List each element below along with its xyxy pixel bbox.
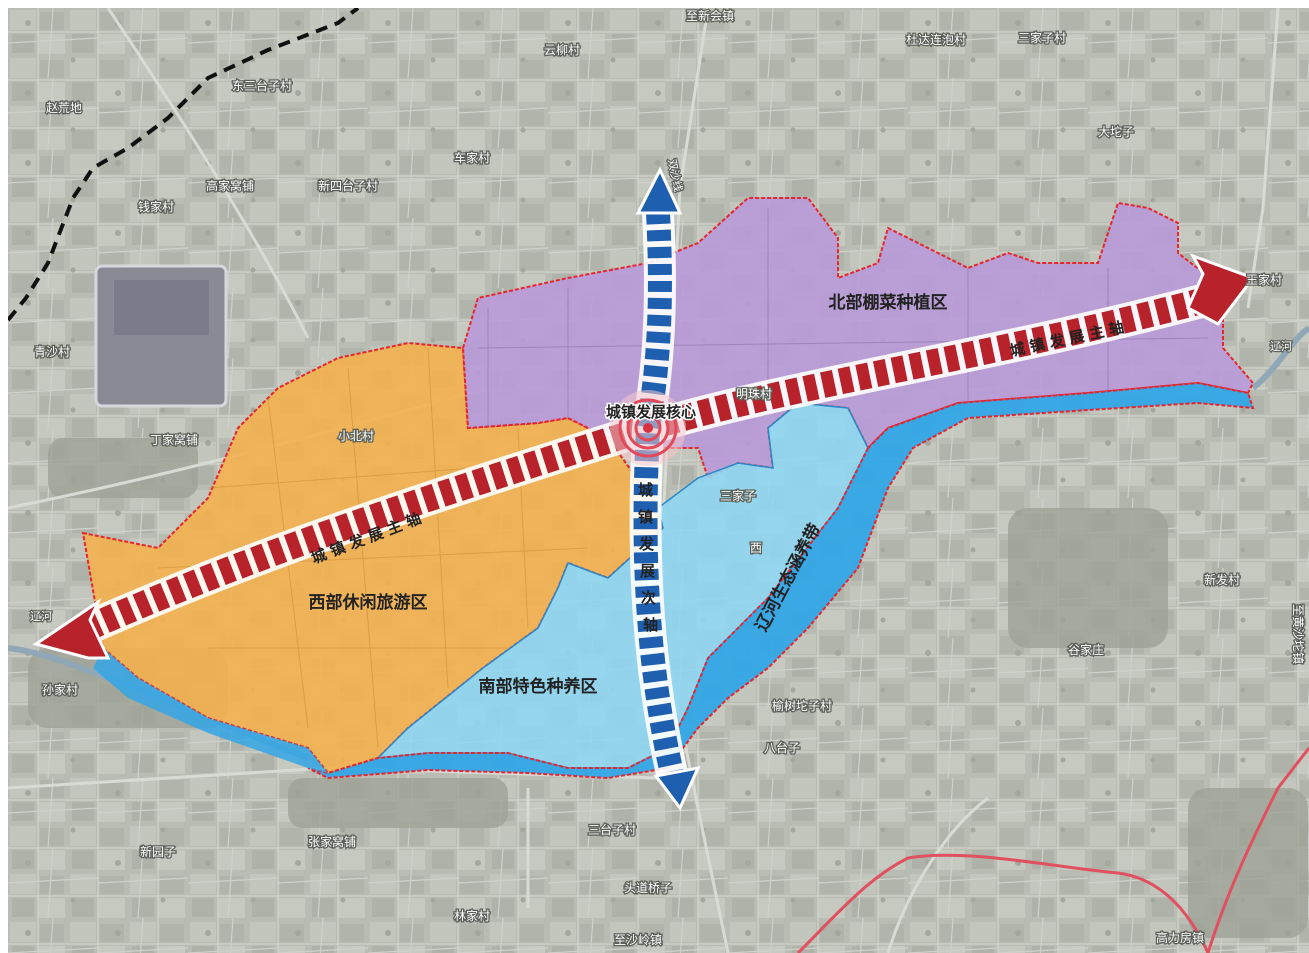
place-label: 东三台子村 bbox=[232, 78, 292, 93]
river-belt-west-strip bbox=[93, 648, 328, 773]
place-label: 云柳村 bbox=[544, 43, 580, 57]
secondary-axis-char: 展 bbox=[640, 562, 655, 580]
place-label: 新四台子村 bbox=[318, 178, 378, 193]
place-label: 至沙岭镇 bbox=[614, 933, 662, 947]
place-label: 大坨子 bbox=[1098, 124, 1134, 139]
liaohe-river-east bbox=[1251, 325, 1309, 391]
secondary-axis-char: 发 bbox=[638, 535, 655, 553]
place-label: 小北村 bbox=[338, 429, 374, 443]
place-label: 谷家庄 bbox=[1068, 642, 1104, 657]
place-label: 三家子村 bbox=[1018, 30, 1066, 45]
zone-river-ecological-belt bbox=[307, 381, 1255, 780]
place-label: 高力房镇 bbox=[1156, 930, 1204, 945]
secondary-axis-char: 城 bbox=[638, 481, 653, 499]
development-core bbox=[610, 390, 686, 466]
place-label: 明珠村 bbox=[736, 387, 772, 401]
reservoir-inner bbox=[114, 280, 209, 335]
place-label: 三台子村 bbox=[588, 822, 636, 837]
label-north-zone: 北部棚菜种植区 bbox=[829, 292, 948, 313]
place-label: 高家窝铺 bbox=[206, 178, 254, 193]
place-label: 头道桥子 bbox=[624, 881, 672, 895]
place-label: 青沙村 bbox=[34, 345, 70, 359]
label-secondary-axis: 城 镇 发 展 次 轴 bbox=[638, 481, 658, 634]
label-development-core: 城镇发展核心 bbox=[606, 403, 696, 421]
secondary-axis-north-arrowhead bbox=[635, 166, 683, 215]
secondary-axis-char: 镇 bbox=[638, 508, 653, 526]
river-label: 辽河 bbox=[30, 610, 52, 623]
main-axis-west bbox=[32, 411, 654, 660]
secondary-axis-char: 次 bbox=[641, 589, 656, 607]
place-label: 新发村 bbox=[1204, 572, 1240, 587]
place-label: 赵荒地 bbox=[46, 101, 82, 115]
place-label: 杜达连泡村 bbox=[906, 32, 966, 47]
place-label: 丁家窝铺 bbox=[150, 432, 198, 447]
label-west-zone: 西部休闲旅游区 bbox=[309, 592, 428, 613]
place-label: 林家村 bbox=[454, 908, 490, 923]
place-label: 新园子 bbox=[140, 844, 176, 859]
place-label: 车家村 bbox=[454, 150, 490, 165]
main-axis-east bbox=[643, 253, 1256, 445]
county-road-red bbox=[796, 853, 1210, 953]
place-label: 张家窝铺 bbox=[308, 834, 356, 849]
place-label: 至新会镇 bbox=[686, 8, 734, 23]
river-label: 辽河 bbox=[1270, 340, 1292, 353]
label-south-zone: 南部特色种养区 bbox=[479, 676, 598, 697]
place-label: 西 bbox=[750, 541, 762, 555]
place-label: 钱家村 bbox=[138, 199, 174, 214]
place-label: 至黄沙坨镇 bbox=[1291, 604, 1306, 664]
main-axis-east-arrowhead bbox=[1186, 253, 1256, 326]
place-label: 王家村 bbox=[1246, 272, 1282, 287]
place-label: 榆树坨子村 bbox=[772, 698, 832, 713]
main-axis-west-arrowhead bbox=[32, 597, 111, 660]
place-labels: 至新会镇 云柳村 杜达连泡村 三家子村 大坨子 赵荒地 东三台子村 车家村 高家… bbox=[29, 8, 1308, 948]
planning-map: 北部棚菜种植区 西部休闲旅游区 南部特色种养区 辽河生态涵养带 城 镇 发 展 … bbox=[8, 8, 1309, 953]
county-road-red-2 bbox=[1206, 747, 1309, 953]
place-label: 三家子 bbox=[720, 488, 756, 503]
place-label: 八台子 bbox=[764, 740, 800, 755]
place-label: 孙家村 bbox=[42, 682, 78, 697]
secondary-axis-char: 轴 bbox=[643, 616, 658, 634]
secondary-axis-south-arrowhead bbox=[653, 765, 701, 811]
